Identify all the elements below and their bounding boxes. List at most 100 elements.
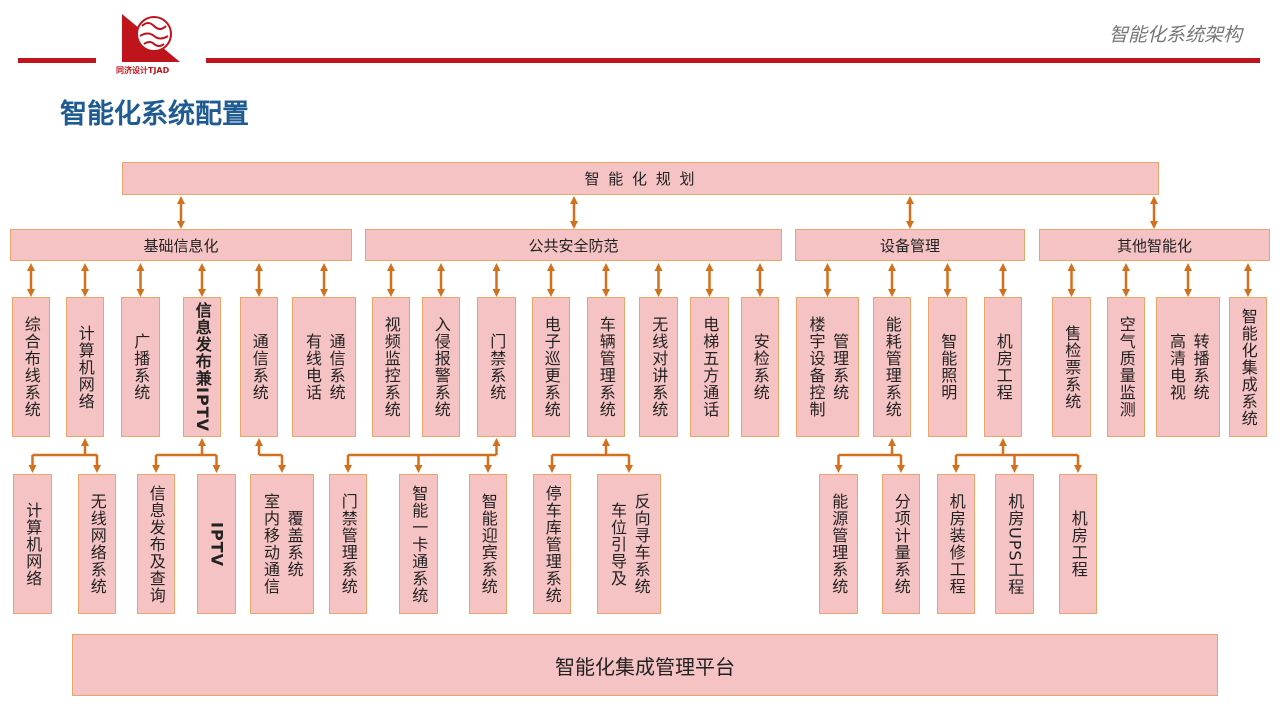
arrow-head-icon — [705, 289, 714, 297]
subsystem-box: 智能化集成系统 — [1229, 297, 1267, 437]
arrow-head-icon — [705, 263, 714, 271]
arrow-head-icon — [888, 438, 896, 446]
section-title: 智能化系统架构 — [1108, 24, 1242, 46]
subsystem-label: 车辆管理系统 — [596, 316, 616, 418]
tjad-logo — [122, 14, 180, 62]
arrow-head-icon — [255, 263, 263, 271]
component-label: 覆盖系统 — [284, 510, 304, 578]
arrow-head-icon — [547, 263, 555, 271]
subsystem-box: 安检系统 — [741, 297, 779, 437]
arrow-head-icon — [437, 289, 445, 297]
subsystem-box: 无线对讲系统 — [639, 297, 678, 437]
component-box: 信息发布及查询 — [137, 474, 175, 614]
arrow-head-icon — [888, 289, 896, 297]
category-box: 公共安全防范 — [365, 229, 782, 261]
subsystem-label: 通信系统 — [326, 333, 346, 401]
arrow-head-icon — [999, 438, 1007, 446]
arrow-head-icon — [93, 465, 101, 473]
arrow-head-icon — [888, 263, 896, 271]
integrated-platform-box: 智能化集成管理平台 — [72, 634, 1218, 696]
component-label: 能源管理系统 — [829, 493, 849, 595]
component-label: 计算机网络 — [23, 501, 43, 587]
subsystem-label: 综合布线系统 — [21, 316, 41, 418]
arrow-head-icon — [570, 196, 578, 204]
arrow-head-icon — [906, 221, 914, 229]
arrow-head-icon — [943, 263, 952, 271]
subsystem-label: 通信系统 — [249, 333, 269, 401]
arrow-head-icon — [823, 263, 832, 271]
arrow-head-icon — [492, 263, 501, 271]
component-label: 反向寻车系统 — [631, 493, 651, 595]
component-box: 车位引导及反向寻车系统 — [597, 474, 661, 614]
arrow-head-icon — [177, 221, 185, 229]
subsystem-box: 综合布线系统 — [12, 297, 50, 437]
subsystem-box: 空气质量监测 — [1107, 297, 1145, 437]
component-box: 机房工程 — [1059, 474, 1097, 614]
component-label: 信息发布及查询 — [146, 484, 166, 604]
component-label: 室内移动通信 — [261, 493, 280, 595]
arrow-head-icon — [906, 196, 914, 204]
category-box: 设备管理 — [795, 229, 1025, 261]
arrow-head-icon — [1244, 263, 1252, 271]
arrow-head-icon — [492, 438, 501, 446]
subsystem-label: 电子巡更系统 — [541, 316, 561, 418]
component-box: 分项计量系统 — [882, 474, 920, 614]
arrow-head-icon — [1074, 465, 1082, 473]
component-box: 智能一卡通系统 — [399, 474, 438, 614]
arrow-head-icon — [602, 289, 610, 297]
arrow-head-icon — [136, 263, 145, 271]
component-label: IPTV — [207, 521, 227, 567]
arrow-head-icon — [28, 465, 37, 473]
arrow-head-icon — [952, 465, 960, 473]
arrow-head-icon — [81, 438, 89, 446]
subsystem-label: 空气质量监测 — [1116, 316, 1136, 418]
arrow-head-icon — [823, 289, 832, 297]
logo-text: 同济设计TJAD — [116, 66, 170, 75]
arrow-head-icon — [602, 263, 610, 271]
arrow-head-icon — [1184, 263, 1192, 271]
arrow-head-icon — [255, 289, 263, 297]
component-label: 停车库管理系统 — [542, 484, 562, 604]
arrow-head-icon — [387, 263, 395, 271]
subsystem-box: 信息发布兼IPTV — [183, 297, 221, 437]
category-box: 其他智能化 — [1039, 229, 1270, 261]
arrow-head-icon — [278, 465, 286, 473]
arrow-head-icon — [320, 289, 328, 297]
arrow-head-icon — [387, 289, 395, 297]
component-box: 机房装修工程 — [937, 474, 975, 614]
subsystem-label: 广播系统 — [131, 333, 151, 401]
component-box: 门禁管理系统 — [329, 474, 367, 614]
arrow-head-icon — [1122, 263, 1130, 271]
arrow-head-icon — [897, 465, 905, 473]
arrow-head-icon — [1184, 289, 1192, 297]
header-rule-left — [18, 58, 96, 63]
subsystem-box: 售检票系统 — [1052, 297, 1091, 437]
arrow-head-icon — [1150, 196, 1158, 204]
subsystem-box: 车辆管理系统 — [587, 297, 625, 437]
arrow-head-icon — [27, 263, 35, 271]
arrow-head-icon — [756, 289, 764, 297]
arrow-head-icon — [602, 438, 610, 446]
arrow-head-icon — [756, 263, 764, 271]
component-label: 无线网络系统 — [87, 493, 107, 595]
arrow-head-icon — [654, 289, 663, 297]
arrow-head-icon — [943, 289, 952, 297]
arrow-head-icon — [548, 465, 556, 473]
subsystem-box: 广播系统 — [121, 297, 160, 437]
component-box: 室内移动通信覆盖系统 — [250, 474, 314, 614]
subsystem-box: 门禁系统 — [477, 297, 516, 437]
arrow-head-icon — [437, 263, 445, 271]
arrow-head-icon — [570, 221, 578, 229]
component-label: 车位引导及 — [608, 501, 627, 587]
component-label: 机房工程 — [1068, 510, 1088, 578]
arrow-head-icon — [1067, 263, 1076, 271]
subsystem-box: 入侵报警系统 — [422, 297, 460, 437]
subsystem-label: 信息发布兼IPTV — [192, 302, 212, 432]
component-label: 门禁管理系统 — [338, 493, 358, 595]
subsystem-box: 高清电视转播系统 — [1156, 297, 1220, 437]
arrow-head-icon — [547, 289, 555, 297]
arrow-head-icon — [834, 465, 843, 473]
subsystem-box: 通信系统 — [240, 297, 278, 437]
arrow-head-icon — [1010, 465, 1019, 473]
